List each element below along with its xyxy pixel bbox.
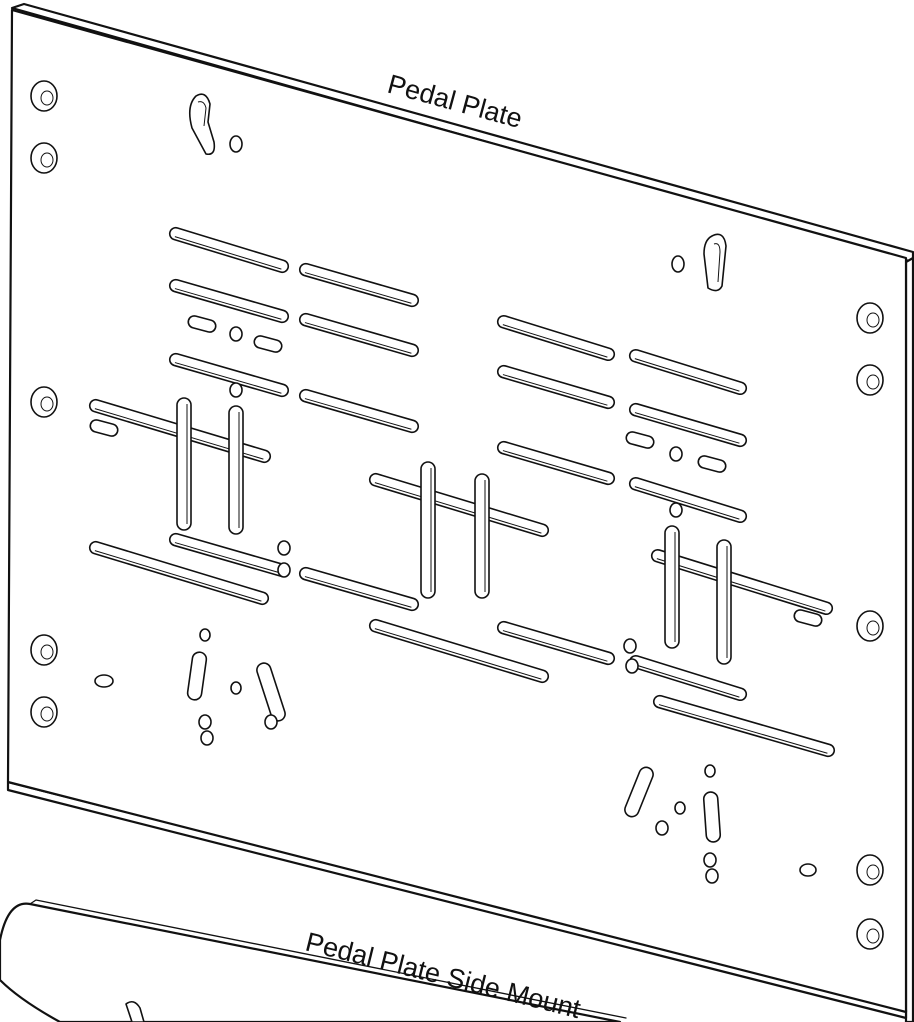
plate-slot [652,694,836,758]
oval-slot [625,431,655,449]
lower-left-features [94,628,286,746]
vertical-slot [474,473,490,599]
plate-slot [368,472,550,538]
plate-slot [496,364,616,410]
vertical-slot [420,461,436,599]
mounting-hole [856,610,884,642]
mounting-hole [856,302,884,334]
mounting-hole [856,364,884,396]
oval-slot [793,609,823,627]
small-hole [669,502,683,518]
side-mount-panel [0,899,627,1022]
plate-slot [650,548,834,616]
oval-slot [89,419,119,437]
vertical-slot [664,525,680,649]
keyhole-slot-top-left [188,93,243,156]
plate-slot [628,476,748,524]
plate-slot [298,388,420,434]
small-hole [229,382,243,398]
slot-pattern [88,226,836,758]
small-hole [229,326,243,342]
mounting-hole [30,634,58,666]
mounting-hole [30,386,58,418]
plate-slot [168,226,290,274]
plate-slot [298,566,420,612]
vertical-slot [716,539,732,665]
vertical-slot [176,397,192,531]
small-hole [277,562,291,578]
plate-slot [88,540,270,606]
mounting-holes [30,80,884,950]
plate-slot [496,314,616,362]
plate-slot [628,348,748,396]
plate-slot [368,618,550,684]
oval-slot [697,455,727,473]
mounting-hole [30,696,58,728]
plate-slot [298,312,420,358]
mounting-hole [30,142,58,174]
mounting-hole [856,854,884,886]
plate-slot [628,402,748,448]
keyhole-slot-top-right [671,233,727,292]
oval-slot [187,315,217,333]
oval-slot [253,335,283,353]
plate-slot [298,262,420,308]
mounting-hole [856,918,884,950]
small-hole [623,638,637,654]
lower-right-features [624,764,817,884]
plate-slot [168,352,290,398]
plate-slot [168,278,290,324]
plate-slot [496,440,616,486]
pedal-plate-panel [6,2,914,1022]
mounting-hole [30,80,58,112]
small-hole [277,540,291,556]
vertical-slot [228,405,244,535]
small-hole [625,658,639,674]
plate-slot [496,620,616,666]
small-hole [669,446,683,462]
